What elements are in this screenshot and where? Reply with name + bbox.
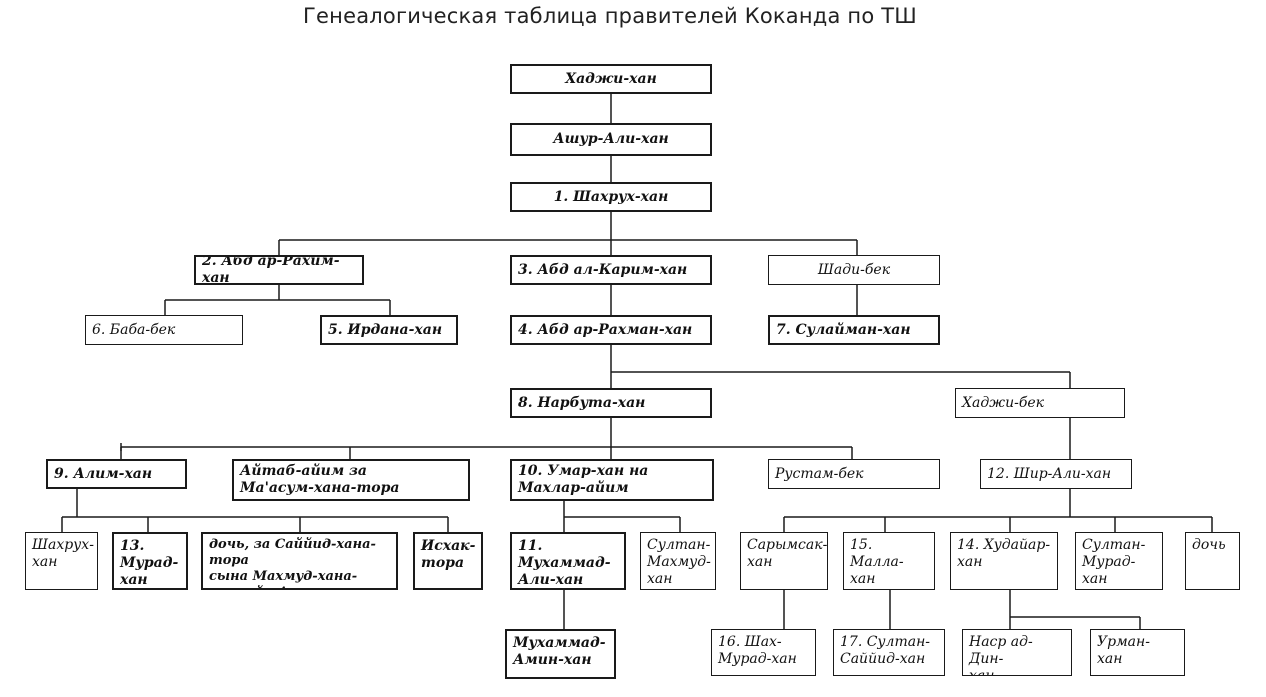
node-baba-bek: 6. Баба-бек [85, 315, 243, 345]
node-ashur-ali-khan: Ашур-Али-хан [510, 123, 712, 156]
node-alim-khan: 9. Алим-хан [46, 459, 187, 489]
node-umar-khan: 10. Умар-хан на Махлар-айим [510, 459, 714, 501]
node-shah-murad-khan: 16. Шах- Мурад-хан [711, 629, 816, 676]
node-shahrukh-khan-1: 1. Шахрух-хан [510, 182, 712, 212]
node-aitab-aiim: Айтаб-айим за Ма'асум-хана-тора [232, 459, 470, 501]
node-hadzhi-bek: Хаджи-бек [955, 388, 1125, 418]
node-khudayar-khan: 14. Худайар- хан [950, 532, 1058, 590]
node-malla-khan: 15. Малла- хан [843, 532, 935, 590]
node-nasr-ad-din-khan: Наср ад-Дин- хан [962, 629, 1072, 676]
node-doch-sayyid: дочь, за Саййид-хана-тора сына Махмуд-ха… [201, 532, 398, 590]
node-shir-ali-khan: 12. Шир-Али-хан [980, 459, 1132, 489]
node-shahrukh-khan: Шахрух- хан [25, 532, 98, 590]
page-title: Генеалогическая таблица правителей Кокан… [303, 4, 917, 28]
node-shadi-bek: Шади-бек [768, 255, 940, 285]
node-abd-al-karim-khan: 3. Абд ал-Карим-хан [510, 255, 712, 285]
node-narbuta-khan: 8. Нарбута-хан [510, 388, 712, 418]
node-sultan-mahmud-khan: Султан- Махмуд- хан [640, 532, 716, 590]
node-abd-ar-rahim-khan: 2. Абд ар-Рахим-хан [194, 255, 364, 285]
node-sultan-murad-khan: Султан- Мурад- хан [1075, 532, 1163, 590]
node-muhammad-amin-khan: Мухаммад- Амин-хан [505, 629, 616, 679]
node-sulaiman-khan: 7. Сулайман-хан [768, 315, 940, 345]
node-abd-ar-rahman-khan: 4. Абд ар-Рахман-хан [510, 315, 712, 345]
node-doch: дочь [1185, 532, 1240, 590]
node-irdana-khan: 5. Ирдана-хан [320, 315, 458, 345]
node-sultan-sayyid-khan: 17. Султан- Саййид-хан [833, 629, 945, 676]
node-rustam-bek: Рустам-бек [768, 459, 940, 489]
node-murad-khan-13: 13. Мурад- хан [112, 532, 188, 590]
node-hadzhi-khan: Хаджи-хан [510, 64, 712, 94]
node-urman-khan: Урман- хан [1090, 629, 1185, 676]
node-sarymsak-khan: Сарымсак- хан [740, 532, 828, 590]
node-ishak-tora: Исхак- тора [413, 532, 483, 590]
node-muhammad-ali-khan: 11. Мухаммад- Али-хан [510, 532, 626, 590]
